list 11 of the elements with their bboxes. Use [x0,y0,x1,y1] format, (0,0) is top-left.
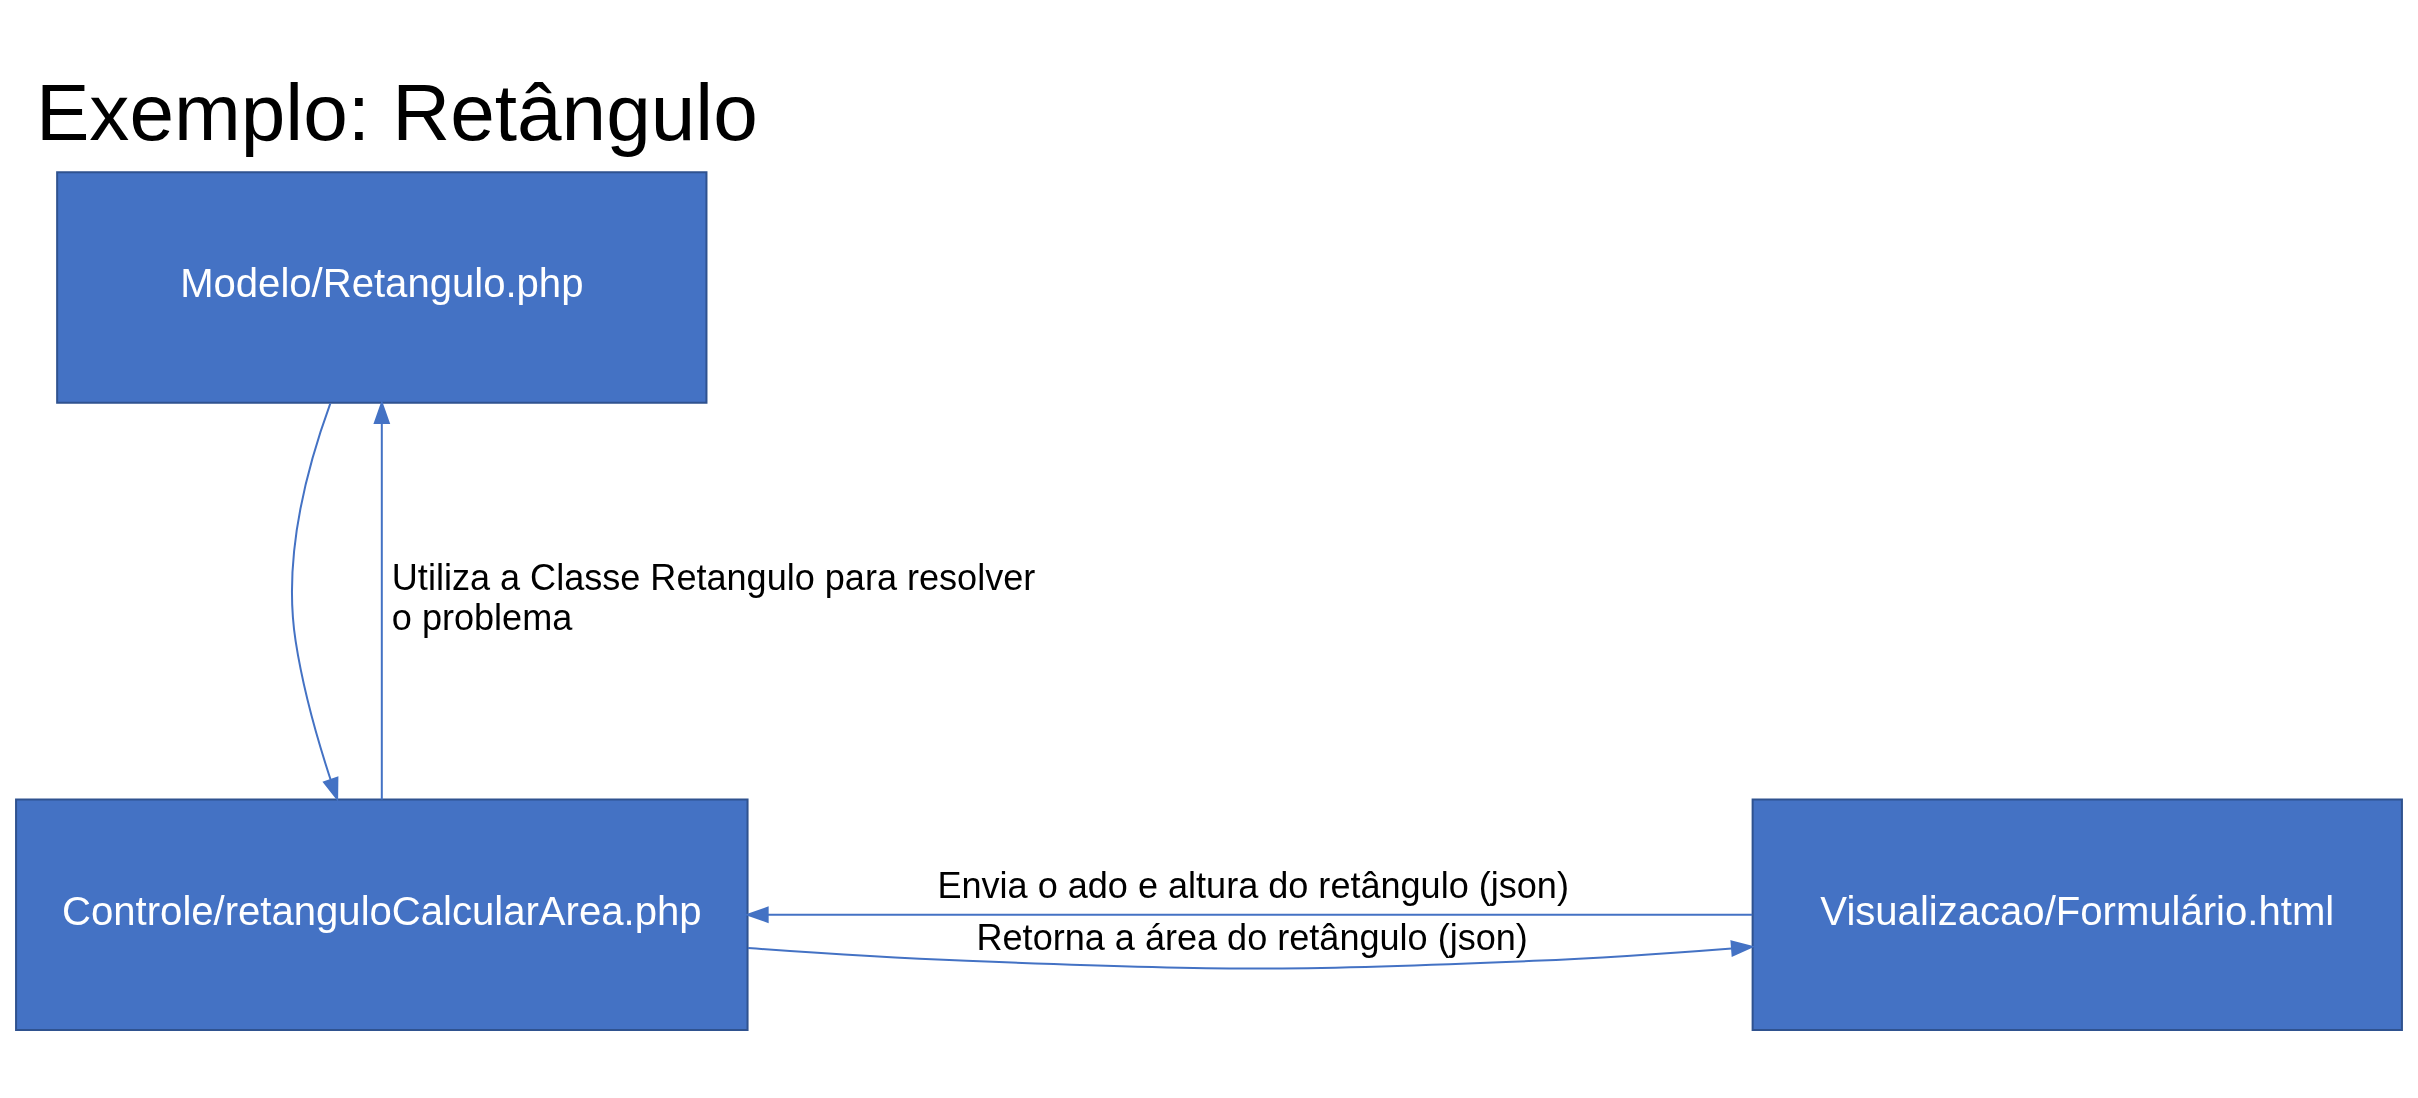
arrow [744,906,1754,924]
arrow [747,940,1756,970]
edge-label: Envia o ado e altura do retângulo (json) [937,864,1569,906]
node-box: Controle/retanguloCalcularArea.php [15,798,749,1031]
node-box: Visualizacao/Formulário.html [1751,798,2403,1031]
edge-label: Utiliza a Classe Retangulo para resolver o problema [391,556,1036,638]
edge-label: Retorna a área do retângulo (json) [976,916,1528,958]
arrow [373,400,391,801]
diagram-title: Exemplo: Retângulo [35,67,758,158]
node-box: Modelo/Retangulo.php [56,171,708,404]
arrow [291,402,339,802]
